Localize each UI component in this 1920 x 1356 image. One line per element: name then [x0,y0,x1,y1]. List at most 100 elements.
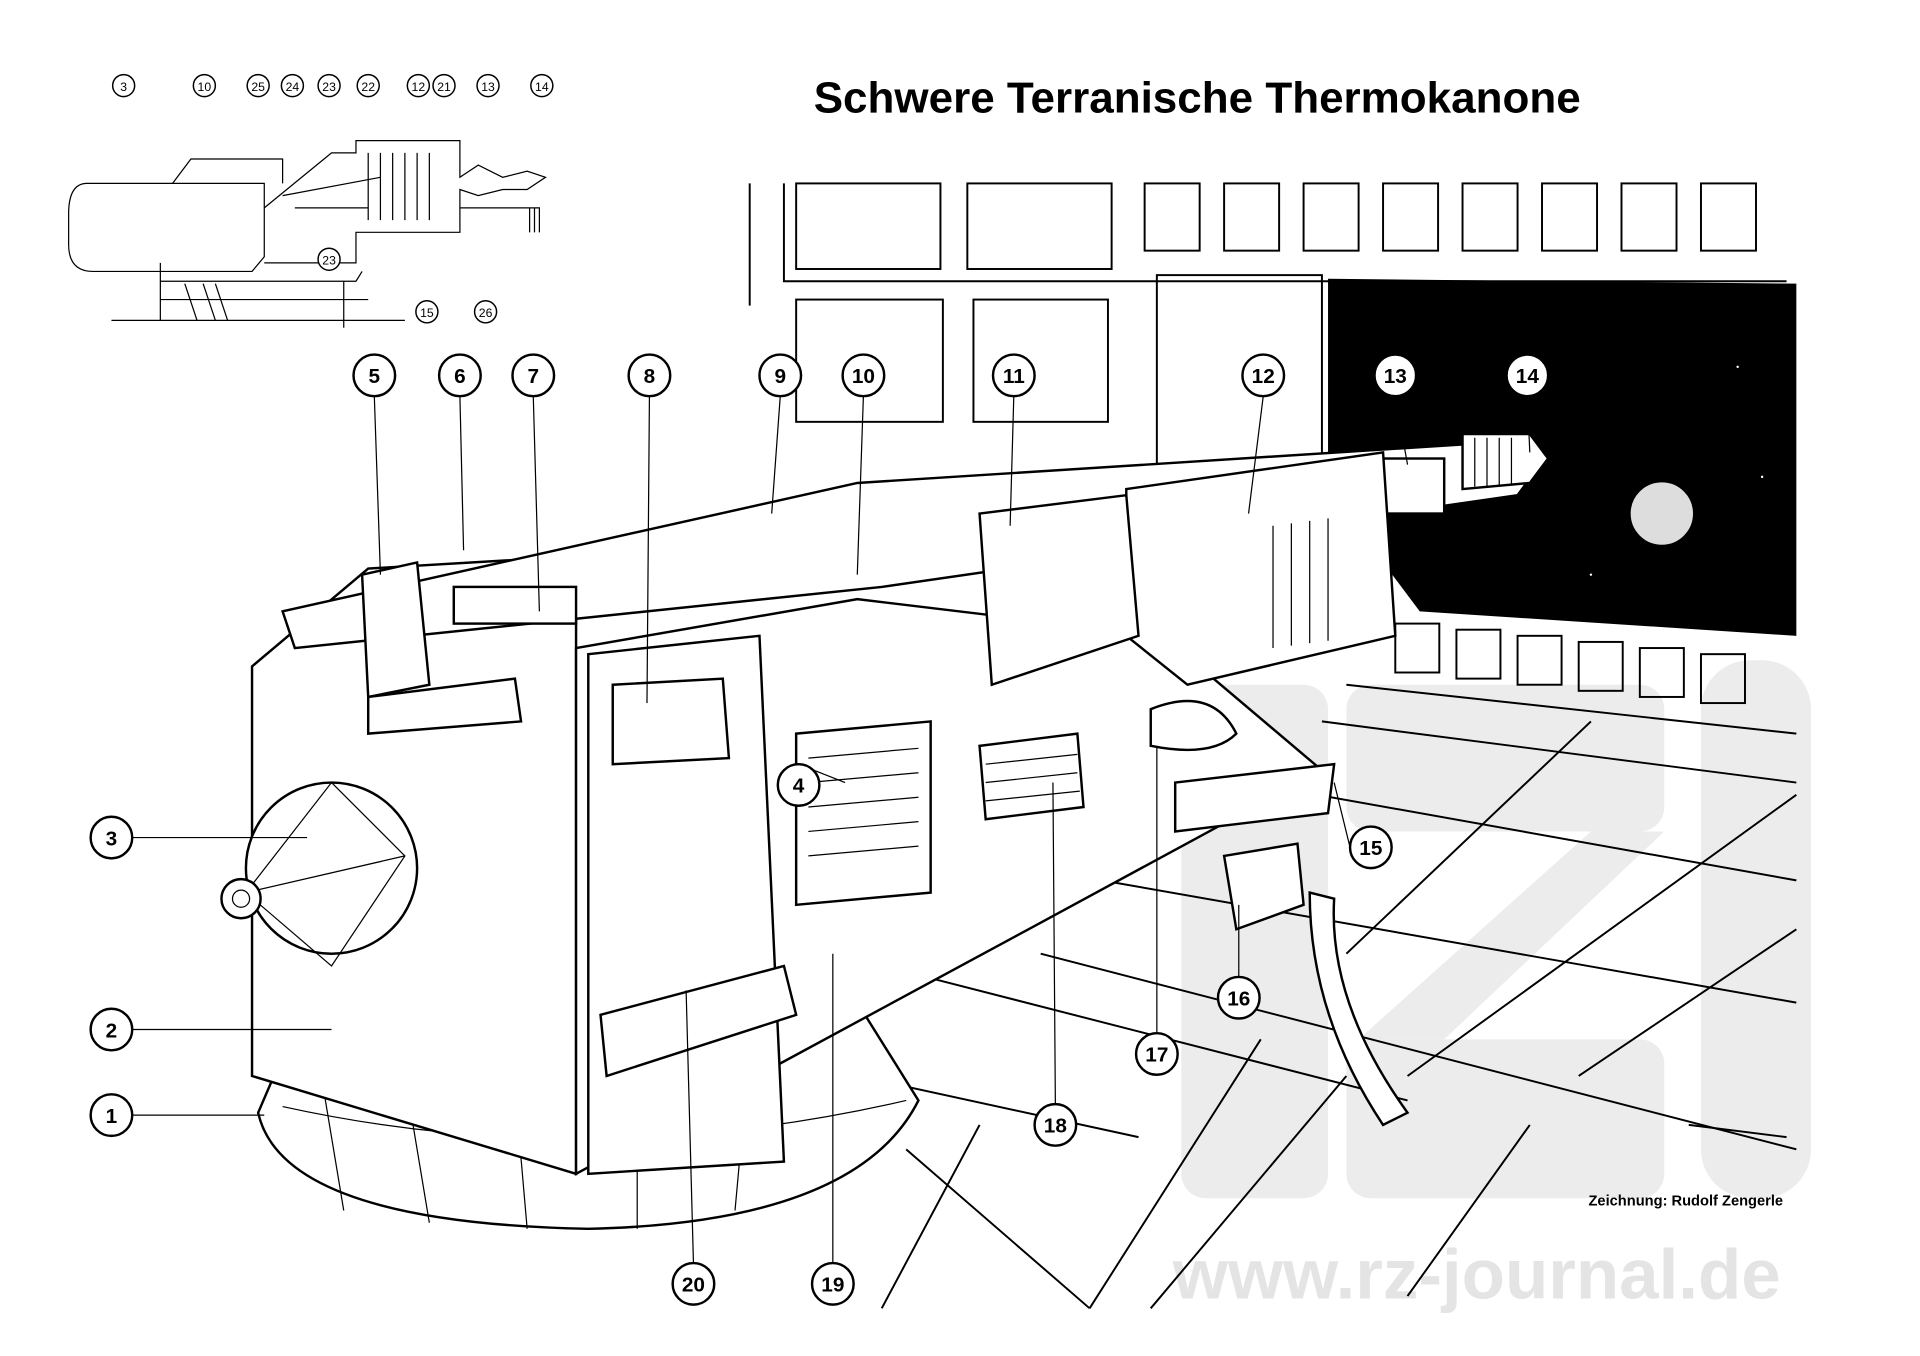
callout-number: 14 [535,80,549,94]
callout-number: 4 [793,775,805,798]
callout-circle [280,73,305,98]
callout-number: 23 [322,253,336,267]
callout-number: 20 [682,1274,705,1297]
callout-circle [111,73,136,98]
inset-cross-section [68,140,547,328]
callout-number: 18 [1044,1115,1067,1138]
inset-callout-10: 10 [192,73,217,98]
callout-circle [758,353,803,398]
callout-15: 15 [1348,825,1393,870]
callout-17: 17 [1134,1031,1179,1076]
callout-7: 7 [511,353,556,398]
callout-number: 10 [198,80,212,94]
inset-callout-24: 24 [280,73,305,98]
support-leg [1222,842,1410,1127]
callout-number: 19 [821,1274,844,1297]
callout-number: 15 [1359,837,1382,860]
callout-circle [627,353,672,398]
callout-circle [317,247,341,271]
lens-assembly [220,781,419,967]
callout-1: 1 [89,1093,134,1138]
callout-number: 22 [361,80,375,94]
callout-19: 19 [810,1261,855,1306]
callout-circle [810,1261,855,1306]
callout-circle [317,73,341,98]
callout-circle [1216,975,1261,1020]
callout-circle [671,1261,716,1306]
callout-number: 6 [454,365,466,388]
callout-18: 18 [1033,1102,1078,1147]
callout-14: 14 [1505,353,1550,398]
inset-callout-21: 21 [432,73,456,98]
callout-20: 20 [671,1261,716,1306]
internal-components [599,677,1238,1078]
artist-credit: Zeichnung: Rudolf Zengerle [1588,1194,1783,1210]
callout-circle [476,73,500,98]
callout-circle [89,1007,134,1052]
callout-circle [352,353,397,398]
callout-number: 23 [322,80,336,94]
inset-callout-26: 26 [473,300,498,324]
callout-number: 24 [286,80,300,94]
callout-10: 10 [841,353,886,398]
callout-number: 14 [1516,365,1540,388]
inset-callout-22: 22 [356,73,380,98]
callout-circle [1505,353,1550,398]
callout-9: 9 [758,353,803,398]
callout-circle [473,300,498,324]
inset-callout-15: 15 [415,300,439,324]
callout-circle [89,815,134,860]
callout-number: 3 [106,827,118,850]
callout-number: 2 [106,1019,118,1042]
callout-number: 25 [251,80,265,94]
callout-2: 2 [89,1007,134,1052]
callout-circle [432,73,456,98]
callout-number: 13 [1384,365,1407,388]
space-window [1284,278,1797,636]
callout-number: 12 [1252,365,1275,388]
inset-callout-12: 12 [406,73,431,98]
callout-circle [437,353,482,398]
inset-callout-14: 14 [530,73,554,98]
cannon-barrel [281,432,1550,687]
callout-12: 12 [1241,353,1286,398]
callout-circle [246,73,270,98]
callout-number: 3 [120,80,127,94]
callout-number: 5 [369,365,381,388]
leader-lines [132,396,1531,1264]
callout-circle [89,1093,134,1138]
inset-callout-23: 23 [317,73,341,98]
callout-circle [1134,1031,1179,1076]
callout-number: 17 [1145,1044,1168,1067]
callout-number: 16 [1227,987,1250,1010]
inset-callout-3: 3 [111,73,136,98]
callout-number: 1 [106,1105,118,1128]
callout-circle [1241,353,1286,398]
callout-number: 7 [527,365,539,388]
callout-4: 4 [776,762,821,807]
inset-callout-13: 13 [476,73,500,98]
watermark-text: www.rz-journal.de [1172,1236,1781,1315]
callout-5: 5 [352,353,397,398]
callout-number: 11 [1003,365,1025,388]
callout-circle [530,73,554,98]
callout-11: 11 [991,353,1036,398]
callout-number: 10 [852,365,875,388]
callout-circle [991,353,1036,398]
callout-number: 15 [420,306,434,320]
callout-16: 16 [1216,975,1261,1020]
callout-circle [1348,825,1393,870]
callout-circle [406,73,431,98]
callout-6: 6 [437,353,482,398]
inset-callout-25: 25 [246,73,270,98]
callout-circle [1373,353,1418,398]
wall-windows [748,182,1787,472]
callout-circle [841,353,886,398]
callout-circle [1033,1102,1078,1147]
callout-number: 8 [644,365,656,388]
callout-8: 8 [627,353,672,398]
